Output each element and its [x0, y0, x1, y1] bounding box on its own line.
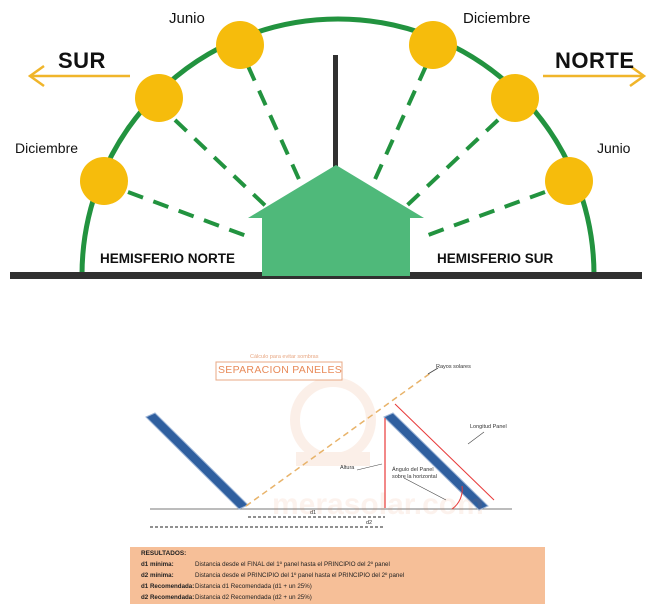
results-panel: RESULTADOS: d1 mínima: Distancia desde el…	[130, 547, 545, 604]
sun-arc	[79, 16, 597, 276]
sun-ray	[370, 65, 428, 187]
angle-arc	[451, 485, 463, 510]
direction-south-label: SUR	[58, 48, 106, 73]
ray-pointer	[427, 367, 439, 375]
sun-ray	[419, 190, 546, 240]
sun-ray	[127, 190, 253, 240]
height-label: Altura	[340, 465, 355, 471]
result-row: d1 Recomendada:Distancia d1 Recomendada …	[141, 583, 312, 590]
panel-1	[145, 412, 249, 510]
panel-length-pointer	[467, 431, 485, 445]
sun-rays	[127, 65, 546, 240]
arrow-right-head-icon	[629, 64, 647, 88]
sun-ray	[173, 118, 274, 214]
gnomon-pole	[333, 55, 338, 175]
result-key: d2 Recomendada:	[141, 594, 195, 601]
sun-ray	[398, 118, 500, 214]
sun-rays-label: Rayos solares	[436, 364, 471, 370]
separation-title: SEPARACION PANELES	[218, 364, 343, 376]
arrow-left-head-icon	[27, 64, 45, 88]
sun-path-diagram	[10, 16, 647, 279]
label-left-top-sun: Junio	[169, 10, 205, 27]
result-row: d2 mínima: Distancia desde el PRINCIPIO d…	[141, 572, 404, 579]
panel-length-line	[394, 403, 495, 501]
sun-ray	[246, 65, 304, 187]
label-left-bottom-sun: Diciembre	[15, 140, 79, 156]
result-text: Distancia d1 Recomendada (d1 + un 25%)	[195, 583, 312, 590]
watermark-logo	[290, 377, 376, 466]
result-text: Distancia desde el FINAL del 1º panel ha…	[195, 561, 390, 568]
sun-ray-line	[245, 371, 433, 507]
direction-north-label: NORTE	[555, 48, 635, 73]
result-text: Distancia desde el PRINCIPIO del 1º pane…	[195, 572, 405, 579]
result-key: d1 mínima:	[141, 561, 174, 568]
panel-length-label: Longitud Panel	[470, 424, 507, 430]
result-key: d1 Recomendada:	[141, 583, 195, 590]
result-row: d1 mínima: Distancia desde el FINAL del 1…	[141, 561, 390, 568]
sun-icon	[491, 74, 539, 122]
angle-label-line2: sobre la horizontal	[392, 474, 437, 480]
height-pointer	[356, 463, 383, 471]
result-key: d2 mínima:	[141, 572, 174, 579]
angle-pointer	[403, 477, 447, 501]
label-right-top-sun: Diciembre	[463, 10, 531, 27]
panel-2	[383, 412, 489, 511]
suns	[80, 21, 593, 205]
hemisphere-south-label: HEMISFERIO SUR	[437, 251, 554, 266]
result-text: Distancia d2 Recomendada (d2 + un 25%)	[195, 594, 312, 601]
d2-label: d2	[366, 520, 373, 526]
watermark-text: merasolar.com	[272, 488, 484, 521]
sun-icon	[216, 21, 264, 69]
calc-caption: Cálculo para evitar sombras	[250, 354, 319, 360]
sun-icon	[409, 21, 457, 69]
house-shape	[248, 165, 424, 276]
title-box	[215, 361, 343, 381]
hemisphere-north-label: HEMISFERIO NORTE	[100, 251, 236, 266]
label-right-bottom-sun: Junio	[597, 140, 631, 156]
d1-label: d1	[310, 510, 317, 516]
direction-arrows	[27, 64, 647, 88]
results-title: RESULTADOS:	[141, 550, 187, 557]
sun-icon	[135, 74, 183, 122]
angle-label-line1: Ángulo del Panel	[392, 467, 434, 473]
sun-icon	[545, 157, 593, 205]
sun-icon	[80, 157, 128, 205]
result-row: d2 Recomendada:Distancia d2 Recomendada …	[141, 594, 312, 601]
